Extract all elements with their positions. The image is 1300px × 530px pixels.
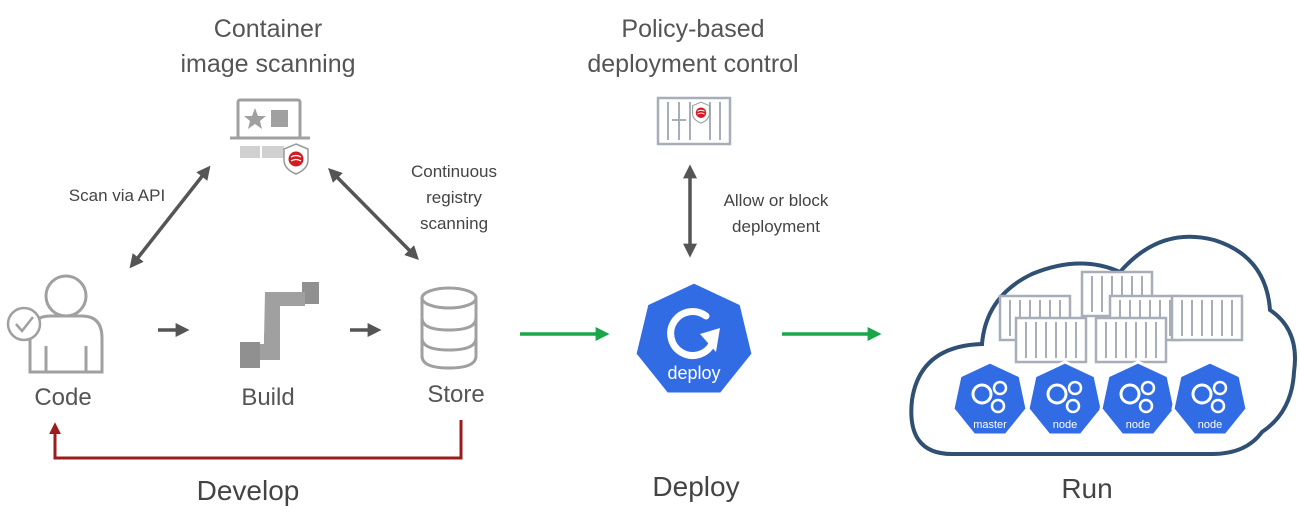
stage-build-label: Build: [241, 384, 294, 411]
deploy-icon-label: deploy: [667, 363, 720, 383]
database-icon: [420, 286, 478, 370]
label-allow-line1: Allow or block: [724, 191, 829, 210]
scanner-icon: [230, 98, 310, 175]
node-label-2: node: [1126, 419, 1150, 431]
node-label-3: node: [1198, 419, 1222, 431]
scanning-title-line1: Container: [214, 15, 322, 43]
check-icon: [6, 306, 42, 342]
feedback-arrow: [49, 420, 463, 460]
policy-title-line2: deployment control: [587, 50, 798, 78]
developer-icon: [28, 274, 104, 374]
deploy-icon: deploy: [633, 280, 755, 396]
scanning-title-line2: image scanning: [180, 50, 355, 78]
arrow-scan-via-api: [129, 165, 211, 269]
label-continuous-line3: scanning: [420, 214, 488, 233]
k8s-node-3: node: [1171, 360, 1249, 437]
label-continuous-line1: Continuous: [411, 162, 497, 181]
label-allow-line2: deployment: [732, 217, 820, 236]
label-scan-via-api: Scan via API: [69, 186, 165, 205]
phase-deploy-label: Deploy: [652, 471, 739, 502]
stage-store-label: Store: [427, 381, 484, 408]
policy-container-icon: [656, 96, 732, 146]
arrow-continuous-scanning: [328, 168, 419, 260]
phase-develop-label: Develop: [197, 475, 300, 506]
phase-run-label: Run: [1061, 473, 1112, 504]
k8s-node-1: node: [1026, 360, 1104, 437]
pipe-icon: [240, 282, 319, 368]
policy-title-line1: Policy-based: [621, 15, 764, 43]
node-label-master: master: [973, 419, 1007, 431]
stage-code-label: Code: [34, 384, 91, 411]
label-continuous-line2: registry: [426, 188, 482, 207]
k8s-node-2: node: [1099, 360, 1177, 437]
node-label-1: node: [1053, 419, 1077, 431]
k8s-node-master: master: [951, 360, 1029, 437]
